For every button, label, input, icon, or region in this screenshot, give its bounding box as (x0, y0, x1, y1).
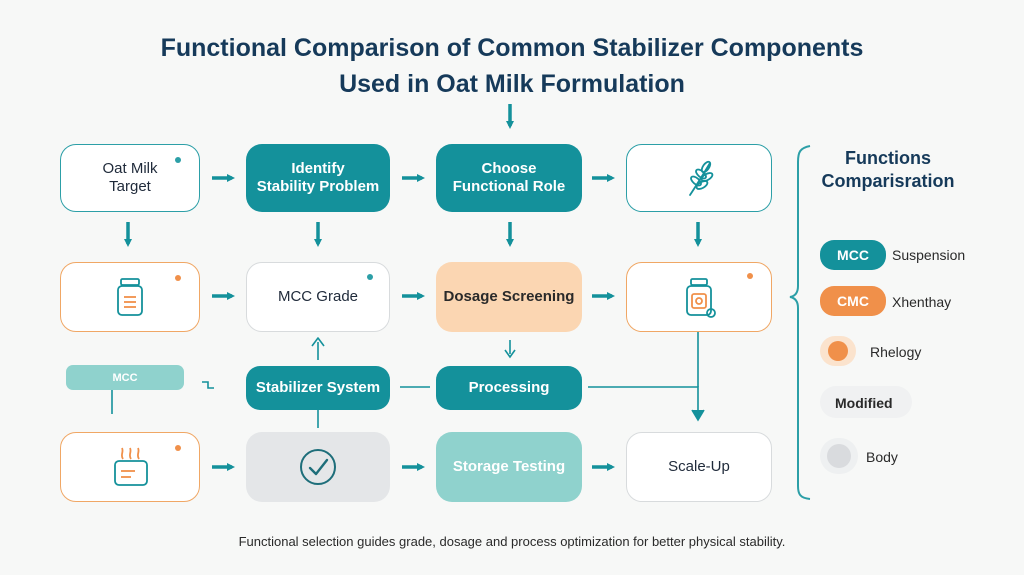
identify-problem-label: Identify Stability Problem (256, 160, 380, 195)
storage-testing-node: Storage Testing (436, 432, 582, 502)
identify-problem-node: Identify Stability Problem (246, 144, 390, 212)
dosage-screening-label: Dosage Screening (443, 288, 575, 305)
mcc-grade-label: MCC Grade (277, 288, 359, 305)
legend-swatch-body (827, 444, 851, 468)
wheat-node (626, 144, 772, 212)
processing-label: Processing (468, 379, 550, 396)
legend-label-xhenthay: Xhenthay (892, 294, 952, 310)
legend-badge-cmc: CMC (820, 286, 886, 316)
legend-swatch-rhelogy (828, 341, 848, 361)
status-dot (367, 274, 373, 280)
stabilizer-system-node: Stabilizer System (246, 366, 390, 410)
legend-label-suspension: Suspension (892, 247, 966, 263)
oat-milk-target-label: Oat Milk Target (102, 160, 158, 195)
scale-up-node: Scale-Up (626, 432, 772, 502)
oat-milk-target-node: Oat Milk Target (60, 144, 200, 212)
jar-icon (117, 278, 143, 316)
scale-up-label: Scale-Up (668, 458, 730, 475)
legend-label-rhelogy: Rhelogy (870, 344, 922, 360)
legend-title: Functions Comparisration (821, 148, 955, 191)
legend-swatch-body-bg (820, 438, 858, 474)
heating-container-icon (114, 447, 148, 486)
choose-role-label: Choose Functional Role (452, 160, 566, 195)
mcc-grade-node: MCC Grade (246, 262, 390, 332)
title-line-1: Functional Comparison of Common Stabiliz… (160, 34, 864, 62)
mcc-tag-label: MCC (112, 371, 138, 384)
legend-swatch-modified (820, 386, 912, 418)
legend-label-body: Body (866, 449, 898, 465)
stabilizer-system-label: Stabilizer System (255, 379, 381, 396)
processing-node: Processing (436, 366, 582, 410)
legend-swatch-rhelogy-bg (820, 336, 856, 366)
mcc-tag: MCC (66, 365, 184, 390)
status-dot (175, 445, 181, 451)
jar-node (60, 262, 200, 332)
status-dot (175, 157, 181, 163)
choose-role-node: Choose Functional Role (436, 144, 582, 212)
heating-node (60, 432, 200, 502)
status-dot (175, 275, 181, 281)
legend-badge-mcc: MCC (820, 240, 886, 270)
legend-badge-mcc-text: MCC (837, 247, 869, 263)
checkmark-circle-icon (300, 449, 336, 485)
legend-label-modified: Modified (835, 395, 893, 411)
supplement-node (626, 262, 772, 332)
dosage-screening-node: Dosage Screening (436, 262, 582, 332)
legend-badge-cmc-text: CMC (837, 293, 869, 309)
status-dot (747, 273, 753, 279)
wheat-icon (689, 160, 714, 196)
checkmark-node (246, 432, 390, 502)
footer-caption: Functional selection guides grade, dosag… (238, 534, 786, 549)
page-title: Functional Comparison of Common Stabiliz… (0, 30, 1024, 102)
storage-testing-label: Storage Testing (452, 458, 566, 475)
supplement-bottle-icon (686, 278, 716, 318)
title-line-2: Used in Oat Milk Formulation (339, 70, 685, 98)
